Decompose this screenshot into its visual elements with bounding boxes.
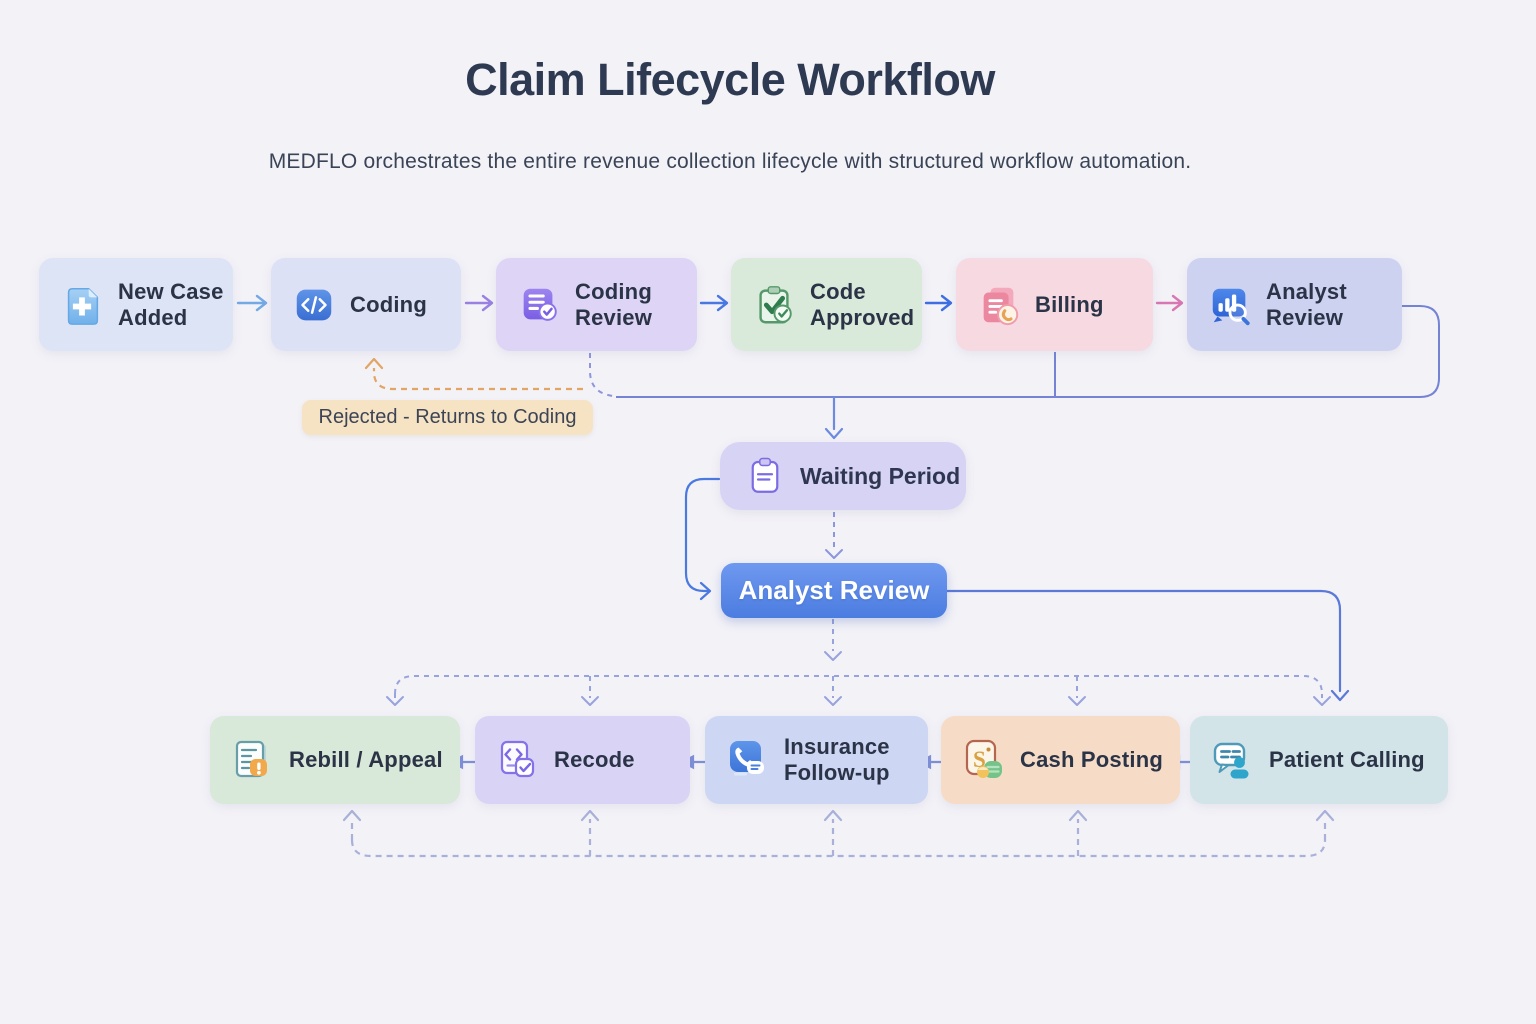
arrow-coding-to-codingreview <box>464 294 494 312</box>
node-analyst-review-top: Analyst Review <box>1187 258 1402 351</box>
arrowhead-drop-cash <box>1068 696 1086 706</box>
node-label: Insurance Follow-up <box>784 734 890 785</box>
code-icon <box>291 282 337 328</box>
rejected-returns-label: Rejected - Returns to Coding <box>302 400 593 435</box>
arrowhead-drop-rebill <box>386 696 404 706</box>
phone-chat-icon <box>723 736 771 784</box>
node-label: Billing <box>1035 291 1104 317</box>
arrow-codingreview-to-approved <box>699 294 729 312</box>
arrowhead-drop-insurance <box>824 696 842 706</box>
connector-return-bus <box>350 839 1327 858</box>
connector-rejected-dashed <box>372 368 583 391</box>
node-new-case-added: New Case Added <box>39 258 233 351</box>
node-label: Cash Posting <box>1020 747 1163 773</box>
node-label: Rebill / Appeal <box>289 747 443 773</box>
node-label: Analyst Review <box>1266 278 1347 330</box>
arrowhead-up-insurance <box>823 809 843 822</box>
page-subtitle: MEDFLO orchestrates the entire revenue c… <box>268 150 1192 173</box>
billing-invoice-icon <box>976 282 1022 328</box>
arrow-billing-to-analyst <box>1155 294 1184 312</box>
analyst-review-button: Analyst Review <box>721 563 947 618</box>
arrow-newcase-to-coding <box>236 294 268 312</box>
connector-codingreview-to-bus-dashed <box>589 353 614 397</box>
clipboard-icon <box>744 455 786 497</box>
header: Claim Lifecycle Workflow MEDFLO orchestr… <box>0 0 1460 174</box>
cash-posting-icon: S <box>959 736 1007 784</box>
chart-magnifier-icon <box>1207 282 1253 328</box>
arrowhead-drop-patient <box>1313 696 1331 706</box>
node-label: Code Approved <box>810 278 915 330</box>
code-check-icon <box>493 736 541 784</box>
arrow-approved-to-billing <box>924 294 953 312</box>
arrow-bus-to-waiting <box>824 395 844 440</box>
node-recode: Recode <box>475 716 690 804</box>
node-label: Waiting Period <box>800 462 961 489</box>
node-coding: Coding <box>271 258 461 351</box>
connector-distribution-bus <box>394 675 1323 695</box>
svg-text:S: S <box>973 747 986 772</box>
page-title: Claim Lifecycle Workflow <box>465 54 995 105</box>
connector-button-to-patient-calling <box>945 589 1350 702</box>
arrowhead-button-down <box>824 651 842 661</box>
arrowhead-up-patient <box>1315 809 1335 822</box>
node-label: Coding Review <box>575 278 653 330</box>
node-label: Recode <box>554 747 635 773</box>
node-rebill-appeal: Rebill / Appeal <box>210 716 460 804</box>
node-coding-review: Coding Review <box>496 258 697 351</box>
node-billing: Billing <box>956 258 1153 351</box>
arrowhead-up-rebill <box>342 809 362 822</box>
node-insurance-follow-up: Insurance Follow-up <box>705 716 928 804</box>
clipboard-check-icon <box>751 282 797 328</box>
arrowhead-waiting-to-button <box>825 549 843 559</box>
node-code-approved: Code Approved <box>731 258 922 351</box>
chat-person-icon <box>1208 736 1256 784</box>
document-plus-icon <box>59 282 105 328</box>
arrowhead-rejected-up <box>364 357 384 370</box>
document-alert-icon <box>228 736 276 784</box>
node-label: Coding <box>350 291 427 317</box>
node-label: Patient Calling <box>1269 747 1425 773</box>
document-review-check-icon <box>516 282 562 328</box>
connector-waiting-loop-to-button <box>684 477 721 601</box>
node-patient-calling: Patient Calling <box>1190 716 1448 804</box>
node-label: New Case Added <box>118 278 224 330</box>
node-waiting-period: Waiting Period <box>720 442 966 510</box>
arrowhead-up-cash <box>1068 809 1088 822</box>
arrowhead-drop-recode <box>581 696 599 706</box>
node-cash-posting: S Cash Posting <box>941 716 1180 804</box>
arrowhead-up-recode <box>580 809 600 822</box>
